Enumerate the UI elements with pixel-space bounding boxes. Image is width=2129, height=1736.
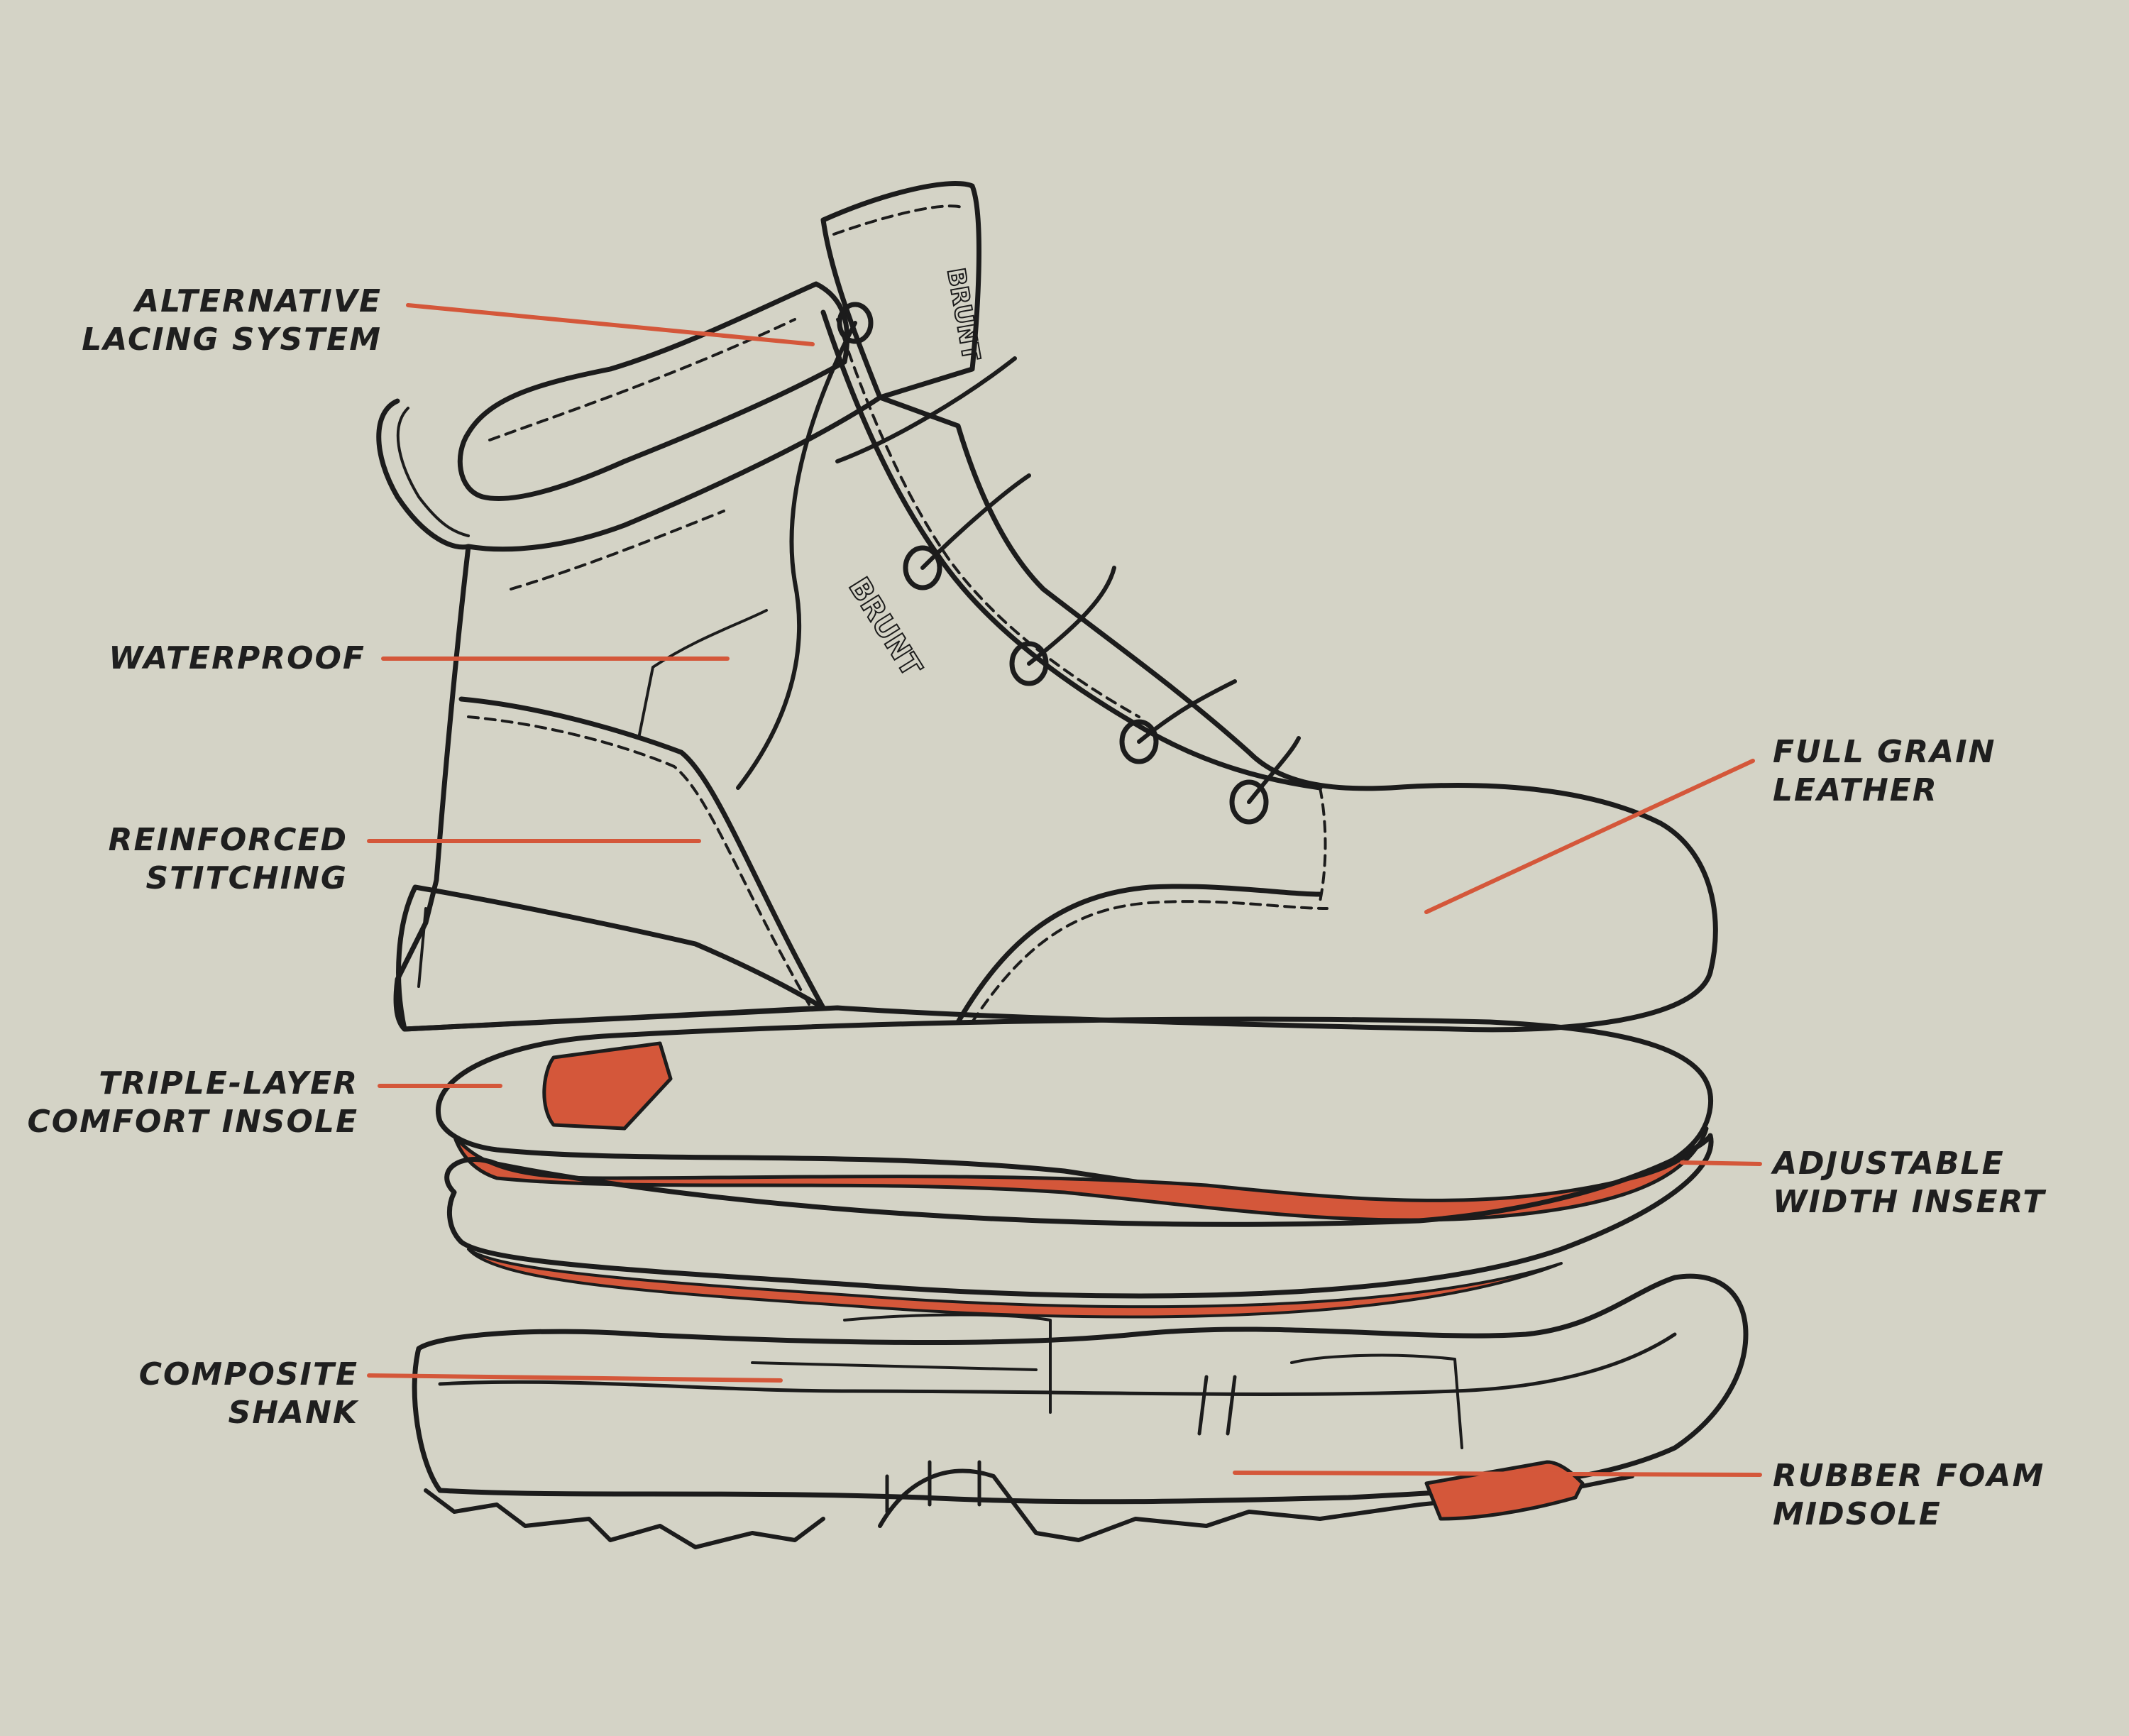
insole-accent-layer xyxy=(452,1126,1709,1222)
label-line: TRIPLE-LAYER xyxy=(99,1065,358,1102)
label-composite-shank: COMPOSITE SHANK xyxy=(139,1356,358,1432)
label-waterproof: WATERPROOF xyxy=(109,639,365,678)
label-line: ADJUSTABLE xyxy=(1773,1146,2005,1182)
label-line: COMFORT INSOLE xyxy=(27,1104,358,1140)
label-line: SHANK xyxy=(228,1395,358,1431)
label-line: WIDTH INSERT xyxy=(1773,1184,2046,1220)
midsole-accent xyxy=(1424,1460,1585,1521)
eyestay xyxy=(820,309,1323,791)
label-line: REINFORCED xyxy=(108,822,348,858)
label-line: RUBBER FOAM xyxy=(1773,1458,2045,1494)
width-insert xyxy=(444,1133,1714,1299)
insole-heel-pad xyxy=(542,1041,673,1131)
leader-leather xyxy=(1424,759,1755,914)
label-line: FULL GRAIN xyxy=(1773,734,1996,770)
leader-midsole xyxy=(1233,1471,1762,1477)
side-brand-mark: BRUNT xyxy=(842,572,928,683)
label-line: COMPOSITE xyxy=(138,1356,358,1392)
heel-cap xyxy=(396,884,826,1032)
label-line: ALTERNATIVE xyxy=(135,283,382,319)
tread-lugs xyxy=(424,1468,1634,1549)
label-lacing-system: ALTERNATIVE LACING SYSTEM xyxy=(82,282,382,359)
eyelet xyxy=(1229,779,1269,825)
label-line: STITCHING xyxy=(145,860,348,896)
eyelet xyxy=(1009,641,1049,686)
label-comfort-insole: TRIPLE-LAYER COMFORT INSOLE xyxy=(27,1065,358,1141)
leader-width xyxy=(1680,1160,1762,1166)
label-reinforced-stitching: REINFORCED STITCHING xyxy=(109,821,348,898)
collar-padding xyxy=(457,281,850,501)
label-line: WATERPROOF xyxy=(109,640,365,676)
label-line: LACING SYSTEM xyxy=(82,322,382,358)
label-width-insert: ADJUSTABLE WIDTH INSERT xyxy=(1773,1145,2045,1221)
vamp-seam xyxy=(955,884,1323,1025)
width-insert-accent xyxy=(467,1248,1563,1319)
boot-quarter xyxy=(393,395,1718,1033)
heel-counter xyxy=(458,696,826,1011)
label-line: MIDSOLE xyxy=(1773,1496,1942,1532)
lace-hook xyxy=(837,302,874,344)
tongue xyxy=(820,181,981,400)
lace xyxy=(736,321,1301,804)
label-full-grain-leather: FULL GRAIN LEATHER xyxy=(1773,733,1996,810)
label-line: LEATHER xyxy=(1773,772,1938,808)
label-rubber-foam-midsole: RUBBER FOAM MIDSOLE xyxy=(1773,1457,2045,1534)
eyelet xyxy=(1119,719,1159,764)
leader-shank xyxy=(367,1373,783,1383)
outsole xyxy=(412,1273,1749,1505)
insole-top xyxy=(436,1016,1714,1212)
pull-tab xyxy=(376,398,471,550)
eyelet xyxy=(903,545,942,590)
leader-lacing xyxy=(406,303,815,346)
